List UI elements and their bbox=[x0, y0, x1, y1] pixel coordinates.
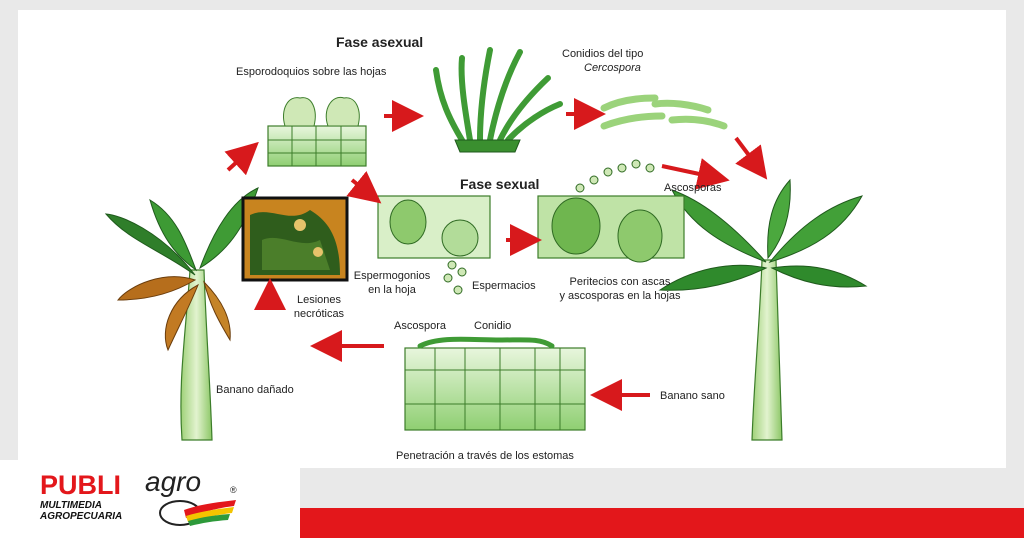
espermogonios-label-line1: Espermogonios bbox=[353, 270, 431, 282]
healthy-banana-label: Banano sano bbox=[660, 390, 725, 402]
sexual-phase-title: Fase sexual bbox=[460, 176, 540, 192]
registered-mark: ® bbox=[230, 485, 237, 495]
arrow-conidia-to-plant bbox=[734, 136, 768, 180]
flow-arrows bbox=[224, 98, 768, 411]
espermogonios-label-line2: en la hoja bbox=[368, 284, 416, 296]
peritecios-label-line2: y ascosporas en la hojas bbox=[559, 290, 681, 302]
cercospora-conidia bbox=[600, 94, 728, 130]
arrow-ascospores-to-plant bbox=[661, 158, 730, 190]
ascospora-label: Ascospora bbox=[394, 320, 446, 332]
conidios-label-line2: Cercospora bbox=[584, 62, 641, 74]
logo-swoosh-icon bbox=[159, 500, 236, 526]
arrow-spores-to-sexual bbox=[346, 171, 382, 204]
logo-agro-text: agro bbox=[145, 466, 202, 497]
logo-subtitle-line2: AGROPECUARIA bbox=[40, 511, 123, 522]
peritecios-leaf-box bbox=[537, 159, 685, 263]
lesiones-label-line1: Lesiones bbox=[296, 294, 342, 306]
conidiophore-tuft bbox=[433, 47, 563, 153]
peritecios-label-line1: Peritecios con ascas bbox=[569, 276, 671, 288]
ascosporas-label: Ascosporas bbox=[664, 182, 722, 194]
conidio-label: Conidio bbox=[474, 320, 512, 332]
espermacios-label: Espermacios bbox=[472, 280, 536, 292]
healthy-banana-plant bbox=[658, 178, 868, 441]
damaged-banana-plant bbox=[104, 187, 259, 441]
damaged-banana-label: Banano dañado bbox=[216, 384, 294, 396]
esporodoquios-label: Esporodoquios sobre las hojas bbox=[236, 66, 387, 78]
arrow-lesions-to-spores bbox=[224, 141, 259, 176]
esporodoquios-leaf-section bbox=[267, 96, 367, 167]
lesiones-label-line2: necróticas bbox=[293, 308, 345, 320]
penetration-label: Penetración a través de los estomas bbox=[396, 450, 574, 462]
logo-subtitle-line1: MULTIMEDIA bbox=[40, 500, 103, 511]
footer-logo-area bbox=[0, 460, 300, 538]
necrotic-lesions-panel bbox=[241, 196, 349, 282]
espermogonios-leaf-box bbox=[377, 195, 491, 295]
stomata-penetration-section bbox=[404, 336, 586, 431]
conidios-label-line1: Conidios del tipo bbox=[562, 48, 644, 60]
logo-publi-text: PUBLI bbox=[40, 470, 121, 500]
footer-red-band bbox=[300, 508, 1024, 538]
asexual-phase-title: Fase asexual bbox=[336, 34, 424, 50]
